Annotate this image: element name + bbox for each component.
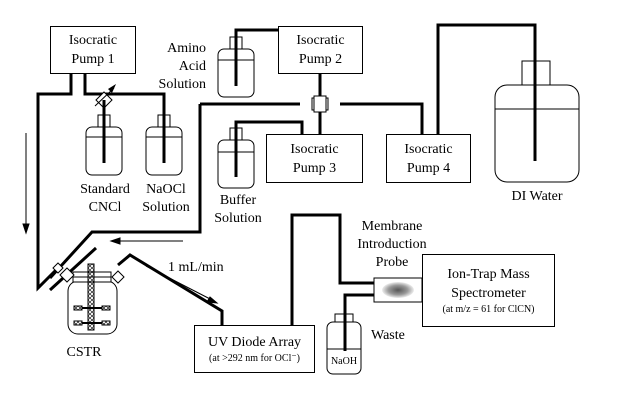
pump-2-box: Isocratic Pump 2 bbox=[278, 26, 363, 74]
membrane-probe-label: Membrane Introduction Probe bbox=[350, 218, 434, 272]
ms-mz-note: (at m/z = 61 for ClCN) bbox=[442, 304, 535, 315]
naocl-label: NaOCl Solution bbox=[134, 181, 198, 217]
pump-1-label-line1: Isocratic bbox=[68, 33, 118, 48]
flow-rate-label: 1 mL/min bbox=[168, 260, 224, 275]
pump-3-label-line2: Pump 3 bbox=[292, 160, 337, 176]
standard-cncl-label: Standard CNCl bbox=[72, 181, 138, 217]
waste-label: Waste bbox=[371, 328, 405, 343]
uv-wavelength-note: (at >292 nm for OCl⁻) bbox=[209, 353, 300, 364]
tube-uv-to-probe bbox=[290, 213, 374, 325]
standard-cncl-line2: CNCl bbox=[88, 200, 122, 215]
pump-3-label-line1: Isocratic bbox=[290, 141, 339, 157]
pump-1-box: Isocratic Pump 1 bbox=[50, 26, 136, 74]
cstr-reactor bbox=[52, 262, 125, 335]
pump-2-label-line1: Isocratic bbox=[296, 33, 345, 48]
flow-arrow-diag bbox=[145, 265, 215, 302]
di-water-label: DI Water bbox=[511, 189, 563, 204]
standard-cncl-line1: Standard bbox=[80, 182, 130, 197]
ms-label-line2: Spectrometer bbox=[451, 286, 526, 301]
naoh-label: NaOH bbox=[330, 356, 358, 367]
impeller-blades bbox=[73, 305, 111, 326]
ms-label-line1: Ion-Trap Mass bbox=[447, 267, 530, 282]
tube-cstr-to-uv bbox=[117, 253, 224, 325]
buffer-line1: Buffer bbox=[219, 193, 257, 208]
pump-4-label-line1: Isocratic bbox=[404, 141, 453, 157]
probe-line3: Probe bbox=[375, 255, 409, 270]
pump-1-label-line2: Pump 1 bbox=[71, 52, 115, 67]
probe-line2: Introduction bbox=[357, 237, 427, 252]
tube-pump1-to-cstr bbox=[36, 74, 73, 292]
tube-mixer-line bbox=[48, 246, 98, 292]
uv-diode-array-box: UV Diode Array (at >292 nm for OCl⁻) bbox=[194, 325, 315, 373]
cross-connector bbox=[311, 95, 329, 113]
amino-acid-line3: Solution bbox=[158, 77, 206, 92]
amino-acid-line1: Amino bbox=[167, 41, 206, 56]
pump-4-box: Isocratic Pump 4 bbox=[386, 134, 471, 183]
naocl-line1: NaOCl bbox=[146, 182, 186, 197]
uv-label: UV Diode Array bbox=[207, 335, 302, 350]
membrane-probe bbox=[373, 277, 423, 303]
amino-acid-label: Amino Acid Solution bbox=[148, 40, 206, 94]
cstr-label: CSTR bbox=[66, 345, 102, 360]
naocl-line2: Solution bbox=[142, 200, 190, 215]
pump-4-label-line2: Pump 4 bbox=[406, 160, 451, 176]
pump-3-box: Isocratic Pump 3 bbox=[266, 134, 363, 183]
buffer-line2: Solution bbox=[214, 211, 262, 226]
mass-spectrometer-box: Ion-Trap Mass Spectrometer (at m/z = 61 … bbox=[422, 254, 555, 327]
pump-2-label-line2: Pump 2 bbox=[298, 52, 343, 67]
buffer-label: Buffer Solution bbox=[210, 192, 266, 228]
amino-acid-line2: Acid bbox=[178, 59, 206, 74]
probe-line1: Membrane bbox=[361, 219, 423, 234]
tube-mix-main bbox=[200, 102, 424, 134]
tube-mix-to-cstr bbox=[48, 104, 202, 280]
bottle-di-water bbox=[494, 60, 580, 183]
